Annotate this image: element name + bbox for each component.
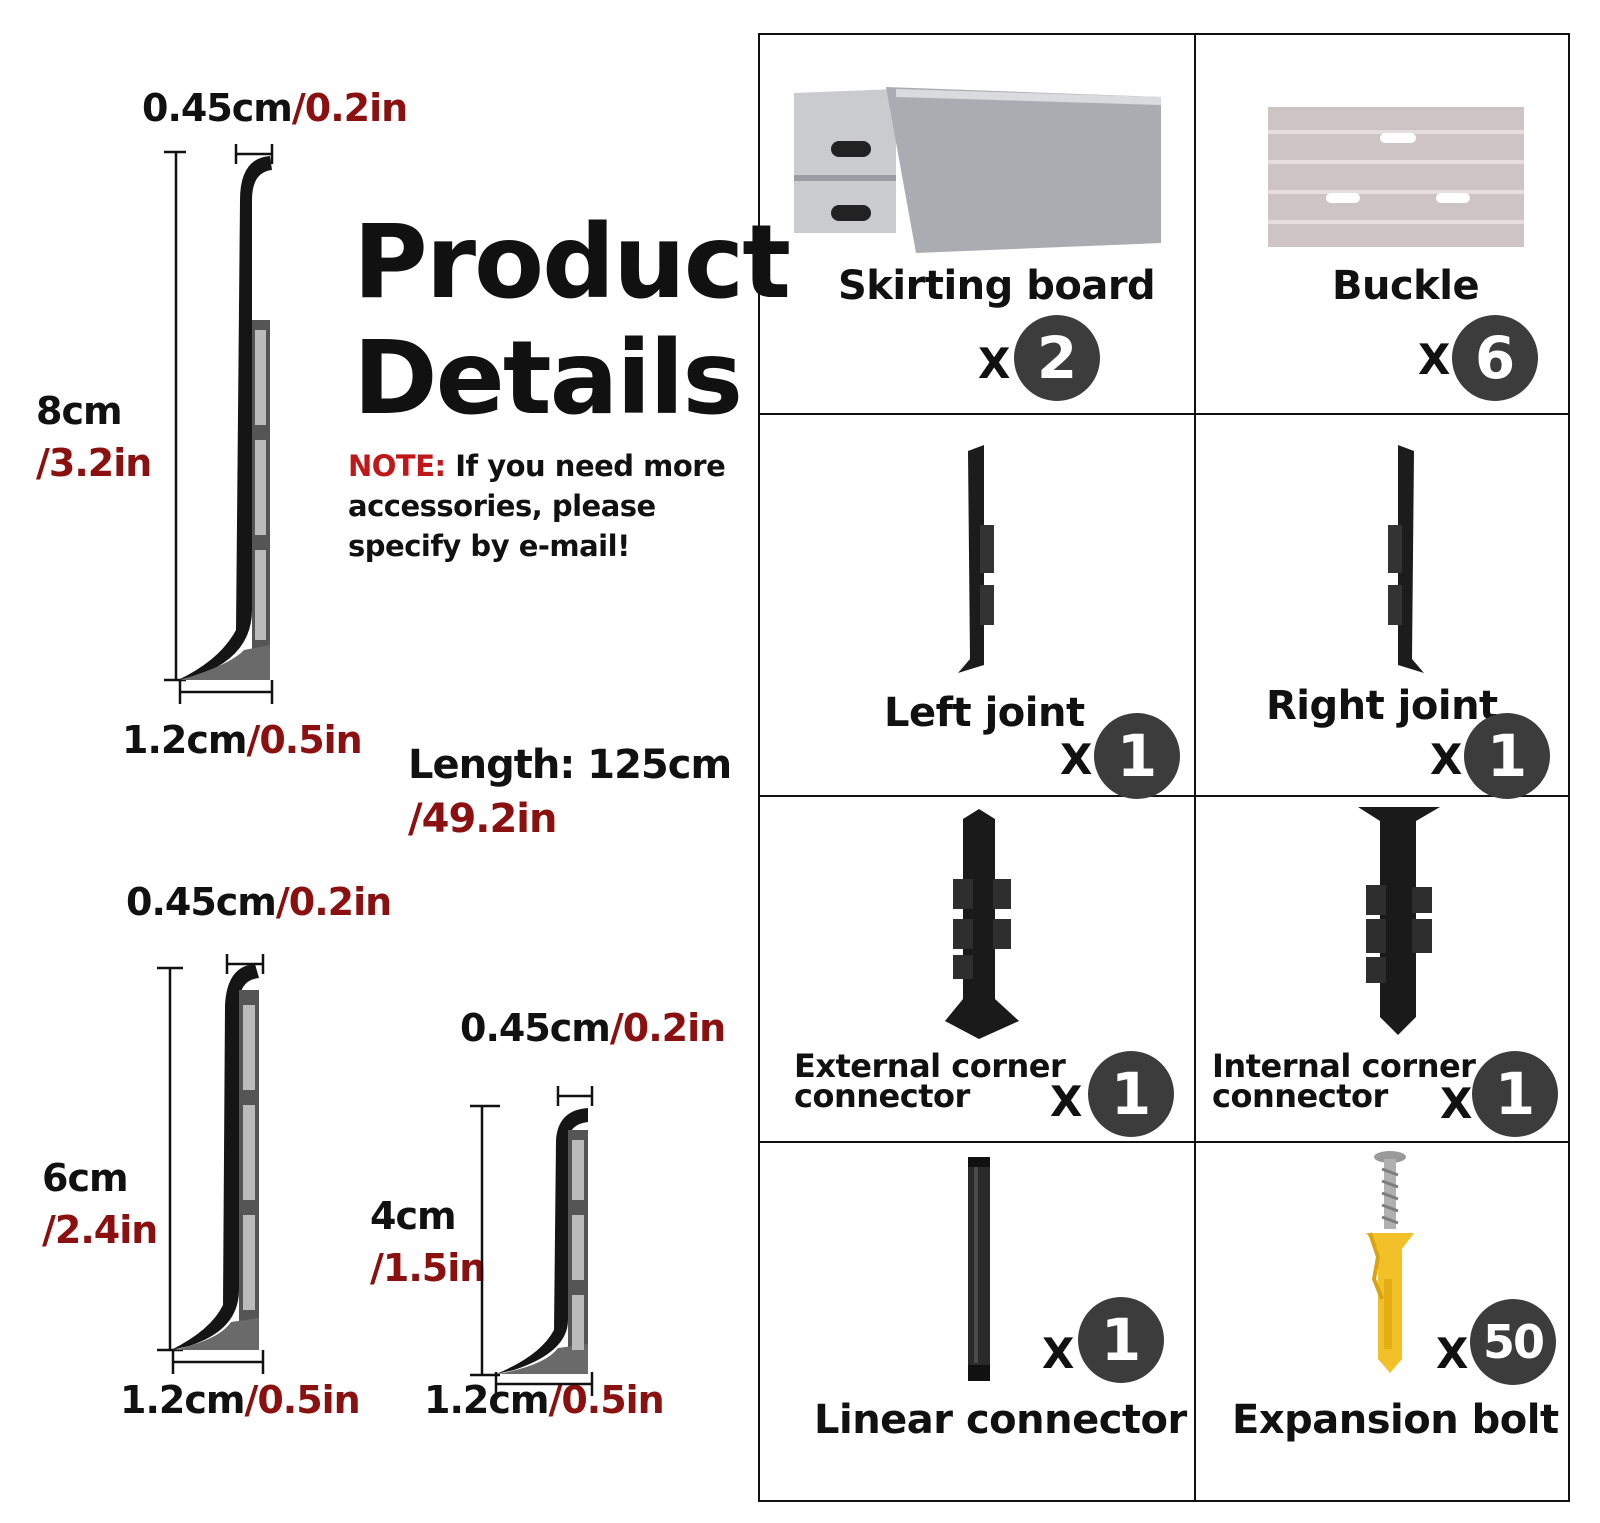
title-line-1: Product: [353, 203, 791, 322]
qty-x: X: [1436, 1329, 1469, 1378]
linear-connector-icon: [968, 1157, 990, 1381]
profile1-drawing: [164, 144, 274, 704]
qty-badge: 50: [1470, 1299, 1556, 1385]
profile2-top-dim: 0.45cm/0.2in: [126, 880, 392, 924]
external-corner-icon: [945, 809, 1019, 1039]
profile2-height-dim: 6cm/2.4in: [42, 1156, 158, 1252]
qty-x: X: [1060, 735, 1093, 784]
item-name: Right joint: [1266, 683, 1498, 729]
length-spec: Length: 125cm /49.2in: [408, 738, 732, 846]
profile3-base-dim: 1.2cm/0.5in: [424, 1378, 665, 1422]
qty-x: X: [1042, 1329, 1075, 1378]
items-grid: Skirting board X 2 Buckle X 6 Left joint…: [758, 33, 1570, 1502]
page-title: Product Details: [353, 203, 791, 438]
profile1-base-dim: 1.2cm/0.5in: [122, 718, 363, 762]
profile2-base-dim: 1.2cm/0.5in: [120, 1378, 361, 1422]
profile3-drawing: [470, 1086, 594, 1396]
item-skirting-board: Skirting board X 2: [760, 35, 1196, 415]
title-line-2: Details: [353, 319, 743, 438]
length-cm: Length: 125cm: [408, 742, 732, 788]
qty-badge: 1: [1464, 713, 1550, 799]
qty-badge: 2: [1014, 315, 1100, 401]
item-left-joint: Left joint X 1: [760, 415, 1196, 799]
internal-corner-icon: [1358, 807, 1440, 1035]
qty-x: X: [1418, 335, 1451, 384]
qty-badge: 1: [1094, 713, 1180, 799]
profile1-top-dim: 0.45cm/0.2in: [142, 86, 408, 130]
item-right-joint: Right joint X 1: [1196, 415, 1568, 799]
qty-x: X: [1430, 735, 1463, 784]
item-name: Linear connector: [814, 1397, 1187, 1443]
qty-badge: 1: [1078, 1297, 1164, 1383]
note-text: NOTE: If you need more accessories, plea…: [348, 446, 728, 566]
qty-badge: 1: [1472, 1051, 1558, 1137]
profile1-height-dim: 8cm/3.2in: [36, 389, 152, 485]
item-buckle: Buckle X 6: [1196, 35, 1568, 415]
note-label: NOTE:: [348, 449, 446, 483]
item-name: Buckle: [1332, 263, 1480, 309]
item-name: Skirting board: [838, 263, 1156, 309]
item-name: Left joint: [884, 690, 1085, 736]
item-linear-connector: Linear connector X 1: [760, 1143, 1196, 1500]
qty-x: X: [1440, 1079, 1473, 1128]
buckle-icon: [1268, 107, 1524, 247]
qty-badge: 1: [1088, 1051, 1174, 1137]
profile3-top-dim: 0.45cm/0.2in: [460, 1006, 726, 1050]
note-body: If you need more accessories, please spe…: [348, 449, 726, 563]
item-expansion-bolt: Expansion bolt X 50: [1196, 1143, 1568, 1500]
qty-x: X: [1050, 1077, 1083, 1126]
profile3-height-dim: 4cm/1.5in: [370, 1194, 486, 1290]
expansion-bolt-icon: [1366, 1151, 1414, 1373]
qty-x: X: [978, 339, 1011, 388]
skirting-board-icon: [794, 87, 1161, 253]
right-joint-icon: [1388, 445, 1424, 673]
length-inch: /49.2in: [408, 796, 558, 842]
item-name: Expansion bolt: [1232, 1397, 1559, 1443]
profile2-drawing: [157, 954, 265, 1374]
qty-badge: 6: [1452, 315, 1538, 401]
left-joint-icon: [958, 445, 994, 673]
